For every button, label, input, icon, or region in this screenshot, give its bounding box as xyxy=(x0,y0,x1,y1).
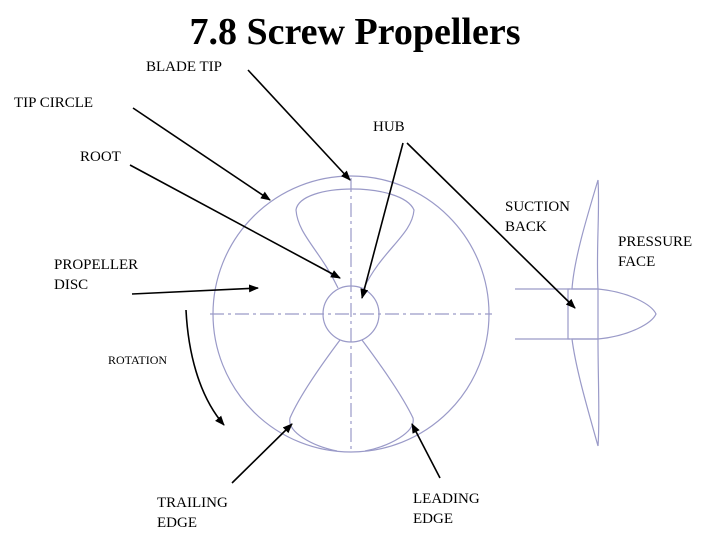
arrow-trailing-edge xyxy=(231,423,293,484)
arrow-propeller-disc xyxy=(131,284,259,295)
propeller-front-view xyxy=(210,175,492,453)
blade-lower-left xyxy=(289,339,341,452)
nose-cone xyxy=(597,288,657,340)
label-suction-back-line2: BACK xyxy=(505,219,547,235)
label-propeller-disc-line1: PROPELLER xyxy=(54,257,139,273)
label-trailing-edge-line1: TRAILING xyxy=(157,495,228,511)
arrow-rotation xyxy=(185,309,225,426)
label-hub: HUB xyxy=(373,119,405,135)
arrow-leading-edge xyxy=(411,423,441,479)
arrow-tip-circle xyxy=(132,107,271,201)
label-tip-circle: TIP CIRCLE xyxy=(14,95,94,111)
label-propeller-disc: PROPELLER DISC xyxy=(54,255,138,295)
side-blade-bottom xyxy=(571,338,600,447)
slide-title: 7.8 Screw Propellers xyxy=(189,11,521,53)
arrow-hub-front xyxy=(360,142,404,299)
arrow-blade-tip xyxy=(247,69,351,181)
side-hub xyxy=(567,288,599,340)
label-leading-edge-line1: LEADING xyxy=(413,491,480,507)
label-pressure-face-line2: FACE xyxy=(618,254,656,270)
side-blade-top xyxy=(571,179,600,290)
label-leading-edge-line2: EDGE xyxy=(413,511,453,527)
arrow-root xyxy=(129,164,341,279)
label-trailing-edge-line2: EDGE xyxy=(157,515,197,531)
label-suction-back: SUCTION BACK xyxy=(505,197,570,237)
propeller-side-view xyxy=(515,179,657,447)
blade-lower-right xyxy=(361,339,414,452)
label-blade-tip: BLADE TIP xyxy=(146,59,222,75)
label-leading-edge: LEADING EDGE xyxy=(413,489,480,529)
hub xyxy=(322,285,380,343)
label-root: ROOT xyxy=(80,149,121,165)
blade-top xyxy=(295,188,415,289)
label-trailing-edge: TRAILING EDGE xyxy=(157,493,228,533)
label-pressure-face-line1: PRESSURE xyxy=(618,234,693,250)
label-suction-back-line1: SUCTION xyxy=(505,199,571,215)
arrow-hub-side xyxy=(406,142,576,309)
label-pressure-face: PRESSURE FACE xyxy=(618,232,692,272)
label-propeller-disc-line2: DISC xyxy=(54,277,89,293)
label-rotation: ROTATION xyxy=(108,353,168,367)
